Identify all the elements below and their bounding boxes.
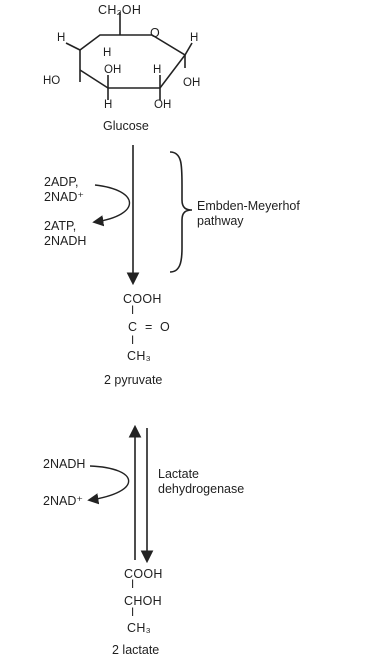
lactate-choh: CHOH	[124, 594, 163, 608]
glycolysis-input-adp: 2ADP,	[44, 175, 79, 189]
glucose-h-c1: H	[190, 32, 199, 44]
pathway-label-line2: pathway	[197, 214, 244, 228]
ldh-nadh: 2NADH	[43, 457, 86, 471]
pyruvate-double-bond: =	[145, 320, 153, 334]
pyruvate-ch3: CH₃	[127, 349, 152, 363]
glucose-h-c2: H	[153, 64, 162, 76]
glucose-h-c4: H	[103, 47, 112, 59]
ldh-enzyme-line1: Lactate	[158, 467, 200, 481]
glucose-oh-c4: OH	[104, 64, 122, 76]
pyruvate-bond-1: I	[131, 305, 135, 317]
glucose-h-c3-down: H	[104, 99, 113, 111]
glycolysis-output-nadh: 2NADH	[44, 234, 87, 248]
glucose-ho-c3: HO	[43, 75, 61, 87]
cofactor-curve-glycolysis	[92, 184, 130, 227]
glucose-name: Glucose	[103, 119, 149, 133]
lactate-name: 2 lactate	[112, 643, 160, 657]
lactate-bond-2: I	[131, 607, 135, 619]
pathway-label-line1: Embden-Meyerhof	[197, 199, 300, 213]
lactate-cooh: COOH	[124, 567, 163, 581]
ldh-enzyme-line2: dehydrogenase	[158, 482, 245, 496]
pyruvate-carbon: C	[128, 320, 138, 334]
glycolysis-output-atp: 2ATP,	[44, 219, 77, 233]
glucose-oh-c2: OH	[154, 99, 172, 111]
cofactor-curve-ldh	[87, 465, 130, 505]
pyruvate-bond-2: I	[131, 335, 135, 347]
ldh-nad: 2NAD⁺	[43, 494, 83, 508]
glucose-ring-oxygen: O	[150, 26, 161, 40]
pyruvate-cooh: COOH	[123, 292, 162, 306]
pathway-brace	[169, 151, 193, 273]
glucose-ring	[65, 12, 193, 100]
glucose-oh-c1: OH	[183, 77, 201, 89]
glycolysis-input-nad: 2NAD⁺	[44, 190, 84, 204]
pyruvate-oxygen: O	[160, 320, 171, 334]
pyruvate-name: 2 pyruvate	[104, 373, 163, 387]
glucose-ch2oh: CH₂OH	[98, 3, 142, 17]
lactate-ch3: CH₃	[127, 621, 152, 635]
glucose-h-c5: H	[57, 32, 66, 44]
lactate-bond-1: I	[131, 579, 135, 591]
